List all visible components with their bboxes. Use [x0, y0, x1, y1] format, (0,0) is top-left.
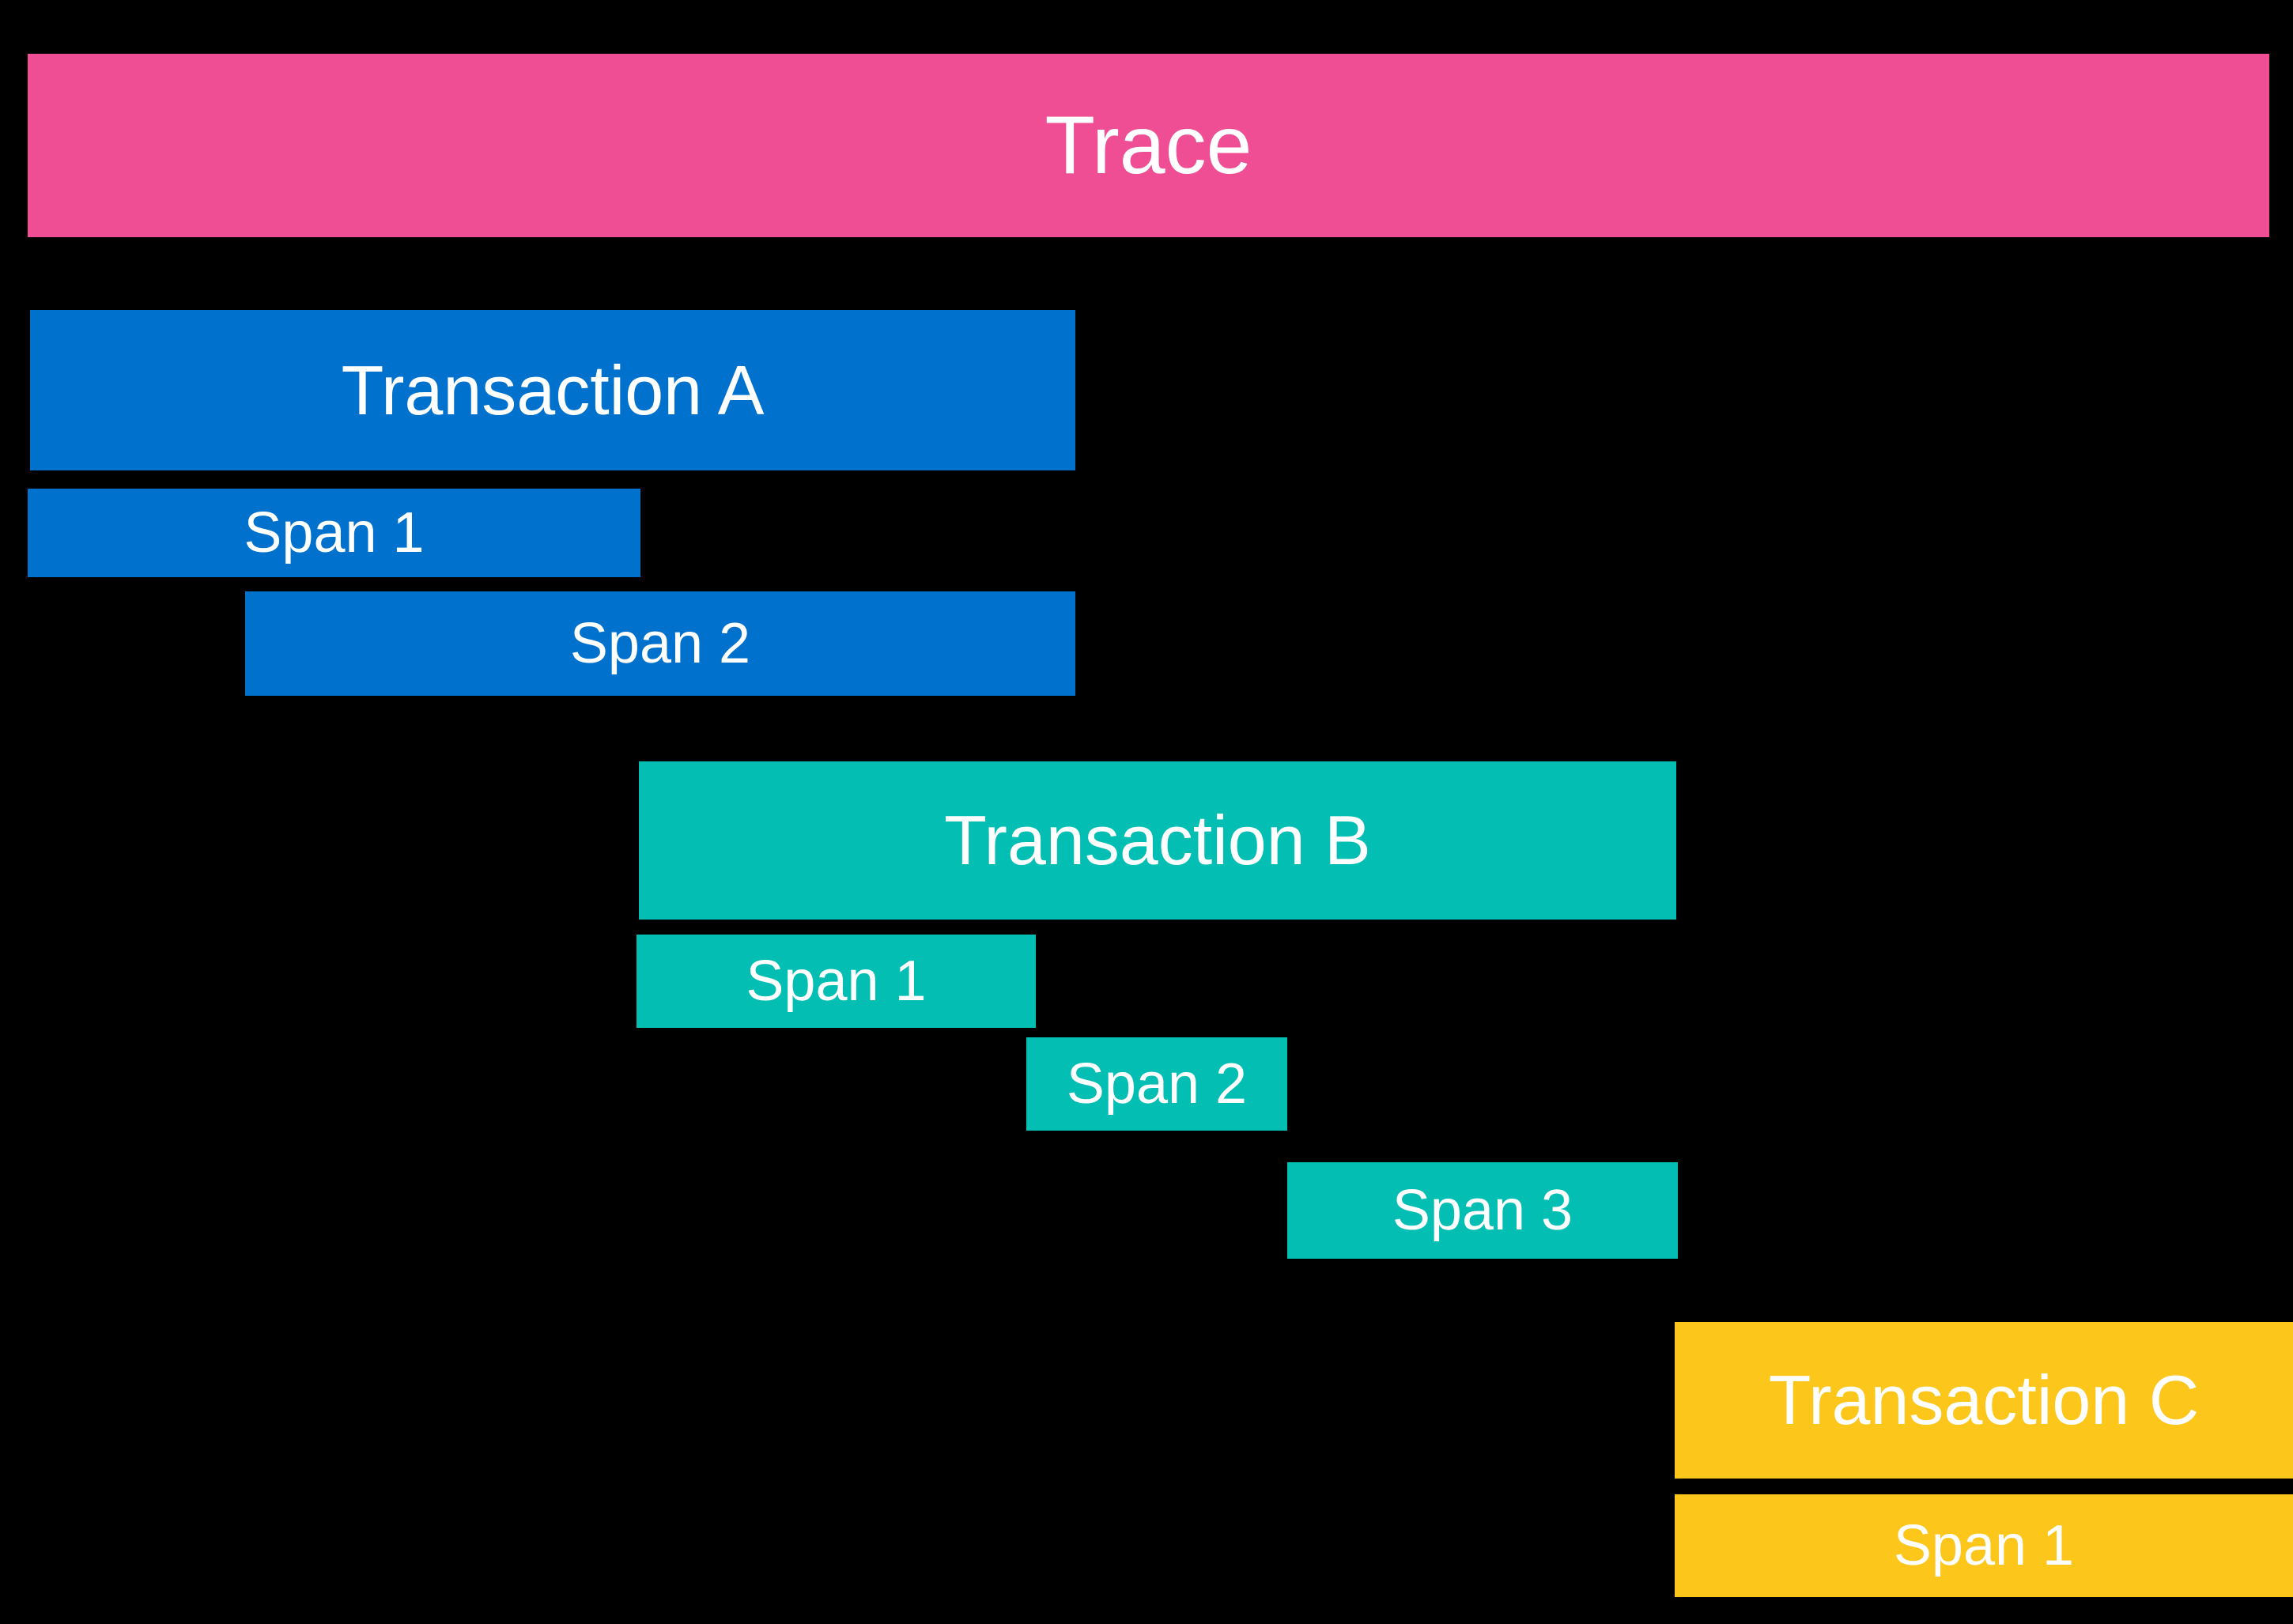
bar-label: Span 1 — [746, 950, 927, 1013]
span-bar-transaction-b-span-3: Span 3 — [1287, 1162, 1678, 1259]
bar-label: Transaction B — [944, 801, 1371, 879]
transaction-bar-transaction-b: Transaction B — [639, 761, 1676, 920]
bar-label: Span 3 — [1392, 1179, 1573, 1242]
transaction-bar-transaction-c: Transaction C — [1675, 1322, 2293, 1479]
bar-label: Span 2 — [569, 612, 751, 675]
span-bar-transaction-a-span-2: Span 2 — [245, 591, 1075, 696]
bar-label: Span 1 — [244, 501, 425, 565]
span-bar-transaction-b-span-1: Span 1 — [637, 935, 1036, 1028]
bar-label: Transaction C — [1768, 1361, 2200, 1439]
bar-label: Span 1 — [1893, 1514, 2075, 1577]
span-bar-transaction-b-span-2: Span 2 — [1026, 1037, 1287, 1131]
trace-bar: Trace — [28, 54, 2269, 237]
bar-label: Trace — [1045, 100, 1252, 191]
bar-label: Span 2 — [1066, 1052, 1248, 1116]
transaction-bar-transaction-a: Transaction A — [30, 310, 1075, 470]
span-bar-transaction-a-span-1: Span 1 — [28, 489, 640, 577]
span-bar-transaction-c-span-1: Span 1 — [1675, 1494, 2293, 1597]
bar-label: Transaction A — [341, 350, 765, 429]
